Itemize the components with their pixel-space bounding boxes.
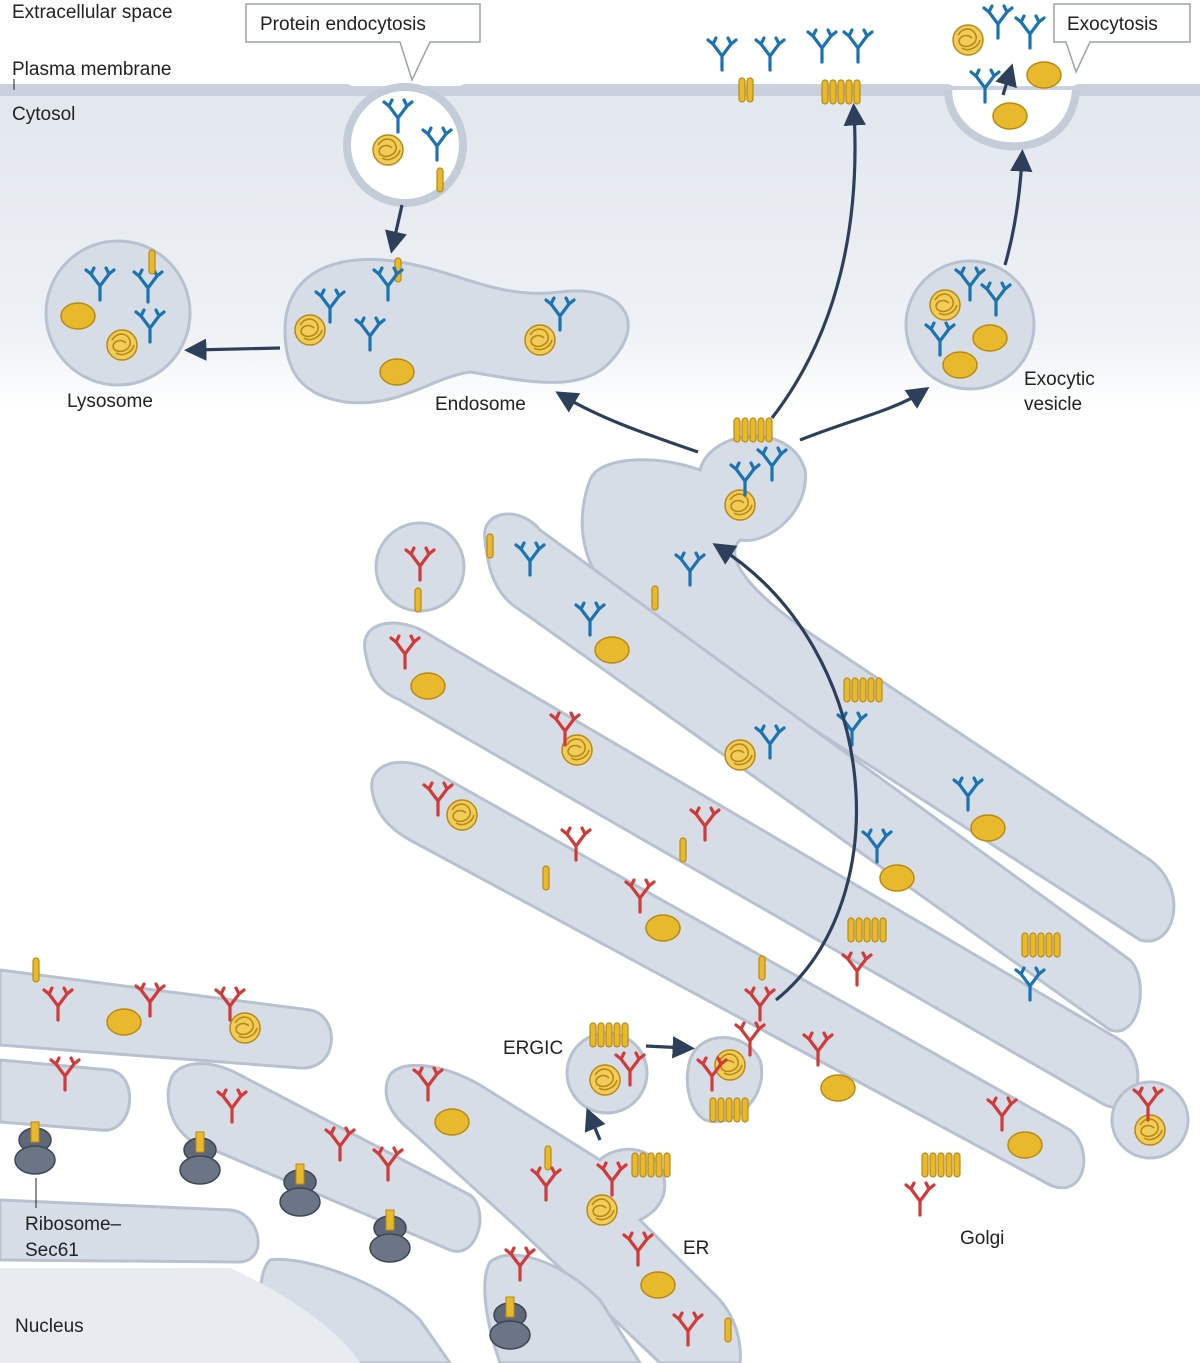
nucleus-label: Nucleus [15, 1316, 84, 1337]
folded-protein-icon [820, 1074, 856, 1102]
rod-protein-icon [486, 533, 494, 559]
rod-protein-icon [738, 77, 746, 103]
y-shaped-glycan-blue-icon [806, 28, 838, 64]
folded-protein-icon [942, 351, 978, 379]
protein-endocytosis-label: Protein endocytosis [260, 14, 426, 35]
arrow-ergic-to-golgi [645, 1036, 695, 1059]
y-shaped-glycan-red-icon [904, 1181, 936, 1217]
tangled-protein-icon [372, 134, 404, 166]
helical-transmembrane-protein-icon [1021, 932, 1061, 958]
tangled-protein-icon [929, 289, 961, 321]
er-label: ER [683, 1238, 709, 1259]
helical-transmembrane-protein-icon [709, 1097, 749, 1123]
helical-transmembrane-protein-icon [847, 917, 887, 943]
callout-exocytosis: Exocytosis [1053, 3, 1191, 75]
folded-protein-icon [410, 672, 446, 700]
ribosome-sec61-label-line1: Ribosome– [25, 1214, 122, 1235]
helical-transmembrane-protein-icon [821, 79, 861, 105]
y-shaped-glycan-blue-icon [842, 28, 874, 64]
rod-protein-icon [414, 587, 422, 613]
tangled-protein-icon [229, 1012, 261, 1044]
arrow-exocytic-to-membrane [1003, 149, 1033, 266]
rod-protein-icon [436, 167, 444, 193]
helical-transmembrane-protein-icon [733, 417, 773, 443]
tangled-protein-icon [1134, 1114, 1166, 1146]
rod-protein-icon [724, 1317, 732, 1343]
lysosome-label: Lysosome [67, 391, 153, 412]
exocytic-vesicle-label-line1: Exocytic [1024, 369, 1095, 390]
tangled-protein-icon [446, 799, 478, 831]
exocytic-vesicle-label-line2: vesicle [1024, 394, 1082, 415]
folded-protein-icon [992, 102, 1028, 130]
plasma-membrane [0, 84, 1200, 96]
lysosome [44, 239, 192, 387]
ribosome-sec61-icon [14, 1121, 56, 1175]
folded-protein-icon [972, 324, 1008, 352]
tangled-protein-icon [524, 324, 556, 356]
golgi-label: Golgi [960, 1228, 1004, 1249]
tangled-protein-icon [586, 1194, 618, 1226]
helical-transmembrane-protein-icon [589, 1022, 629, 1048]
cytosol-label: Cytosol [12, 104, 75, 125]
folded-protein-icon [379, 358, 415, 386]
folded-protein-icon [640, 1271, 676, 1299]
y-shaped-glycan-blue-icon [706, 36, 738, 72]
folded-protein-icon [106, 1008, 142, 1036]
extracellular-space-label: Extracellular space [12, 2, 173, 23]
rod-protein-icon [679, 837, 687, 863]
y-shaped-glycan-blue-icon [1014, 14, 1046, 50]
arrow-endosome-to-lysosome [184, 338, 281, 361]
folded-protein-icon [1007, 1131, 1043, 1159]
callout-protein-endocytosis: Protein endocytosis [245, 3, 481, 83]
endocytic-vesicle [343, 83, 467, 207]
exocytosis-label: Exocytosis [1067, 14, 1158, 35]
ergic-label: ERGIC [503, 1038, 563, 1059]
rod-protein-icon [32, 957, 40, 983]
tangled-protein-icon [952, 24, 984, 56]
diagram-labels: Extracellular space Plasma membrane Cyto… [12, 2, 1095, 1337]
tangled-protein-icon [106, 329, 138, 361]
arrow-exocytosis-release [995, 63, 1017, 96]
folded-protein-icon [645, 914, 681, 942]
helical-transmembrane-protein-icon [921, 1152, 961, 1178]
nucleus [0, 1268, 360, 1363]
plasma-membrane-label: Plasma membrane [12, 59, 171, 80]
rod-protein-icon [148, 249, 156, 275]
arrow-golgi-to-endosome [555, 391, 699, 454]
tangled-protein-icon [589, 1064, 621, 1096]
trafficking-arrows [184, 63, 1033, 1141]
helical-transmembrane-protein-icon [843, 677, 883, 703]
arrow-endocytic-to-endosome [385, 204, 407, 254]
tangled-protein-icon [294, 314, 326, 346]
rod-protein-icon [651, 585, 659, 611]
folded-protein-icon [970, 814, 1006, 842]
folded-protein-icon [60, 302, 96, 330]
helical-transmembrane-protein-icon [631, 1152, 671, 1178]
arrow-golgi-to-exocytic-vesicle [799, 387, 930, 442]
rod-protein-icon [542, 865, 550, 891]
y-shaped-glycan-blue-icon [982, 4, 1014, 40]
rod-protein-icon [544, 1145, 552, 1171]
tangled-protein-icon [724, 489, 756, 521]
tangled-protein-icon [724, 739, 756, 771]
arrow-er-to-golgi [712, 543, 858, 1002]
ribosome-sec61-label-line2: Sec61 [25, 1240, 79, 1261]
rod-protein-icon [758, 955, 766, 981]
folded-protein-icon [879, 864, 915, 892]
folded-protein-icon [1026, 61, 1062, 89]
y-shaped-glycan-blue-icon [754, 36, 786, 72]
arrow-er-to-ergic [584, 1107, 606, 1141]
rod-protein-icon [746, 77, 754, 103]
folded-protein-icon [434, 1108, 470, 1136]
folded-protein-icon [594, 636, 630, 664]
arrow-golgi-to-membrane [770, 103, 866, 419]
endosome-label: Endosome [435, 394, 526, 415]
